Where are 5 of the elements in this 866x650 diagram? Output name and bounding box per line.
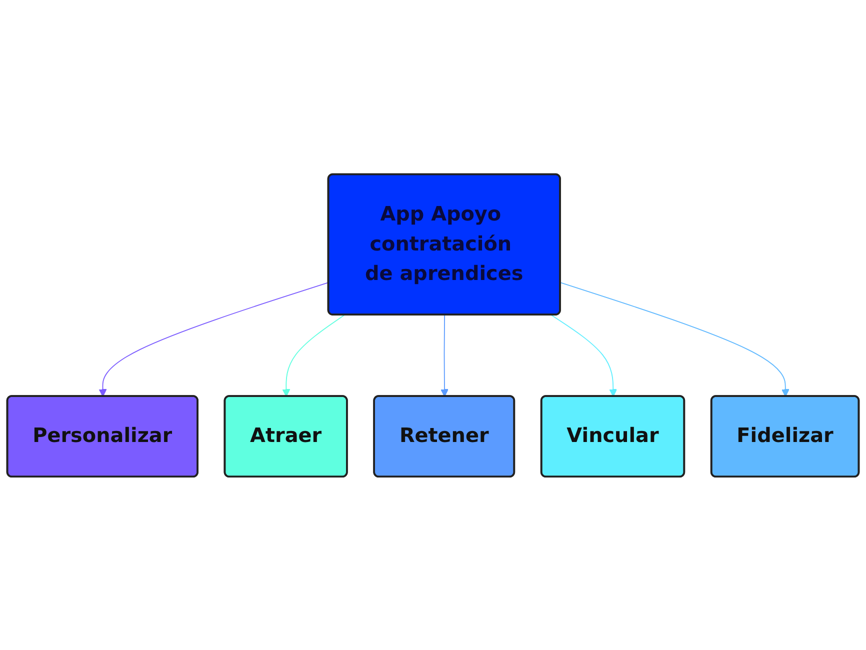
arrow: [550, 314, 618, 396]
arrow: [560, 282, 790, 396]
arrow: [282, 314, 345, 396]
arrow: [440, 314, 448, 396]
arrow: [98, 282, 330, 396]
